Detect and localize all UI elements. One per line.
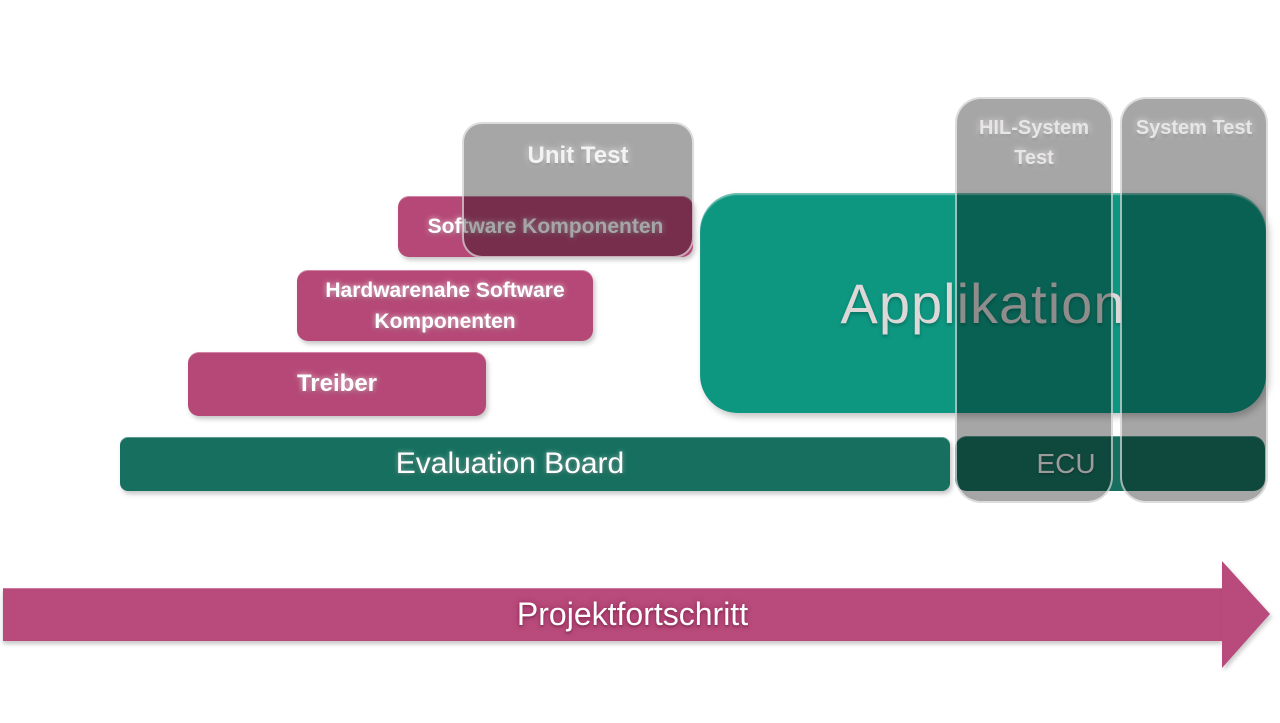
hil-system-test-label: HIL-System Test (978, 117, 1090, 169)
evaluation-board-bar: Evaluation Board (120, 437, 950, 491)
projektfortschritt-label: Projektfortschritt (516, 596, 749, 632)
hil-system-test-column: HIL-System Test (955, 97, 1113, 503)
ecu-label: ECU (1036, 447, 1096, 479)
hardwarenahe-software-label: Hardwarenahe Software Komponenten (325, 278, 565, 333)
treiber-box: Treiber (188, 352, 486, 416)
applikation-label: Applikation (840, 271, 1126, 335)
unit-test-overlay-box: Unit Test (462, 122, 694, 258)
system-test-column: System Test (1120, 97, 1268, 503)
hardwarenahe-software-box: Hardwarenahe Software Komponenten (297, 270, 593, 341)
treiber-label: Treiber (296, 370, 378, 397)
evaluation-board-label: Evaluation Board (395, 447, 625, 480)
software-komponenten-box: Software Komponenten (398, 196, 693, 257)
system-test-label: System Test (1135, 117, 1253, 139)
applikation-box: Applikation (700, 193, 1266, 413)
arrow-head-icon (1222, 561, 1270, 668)
unit-test-label: Unit Test (527, 142, 629, 169)
projektfortschritt-arrow-bar: Projektfortschritt (3, 588, 1222, 641)
software-komponenten-label: Software Komponenten (427, 214, 664, 238)
